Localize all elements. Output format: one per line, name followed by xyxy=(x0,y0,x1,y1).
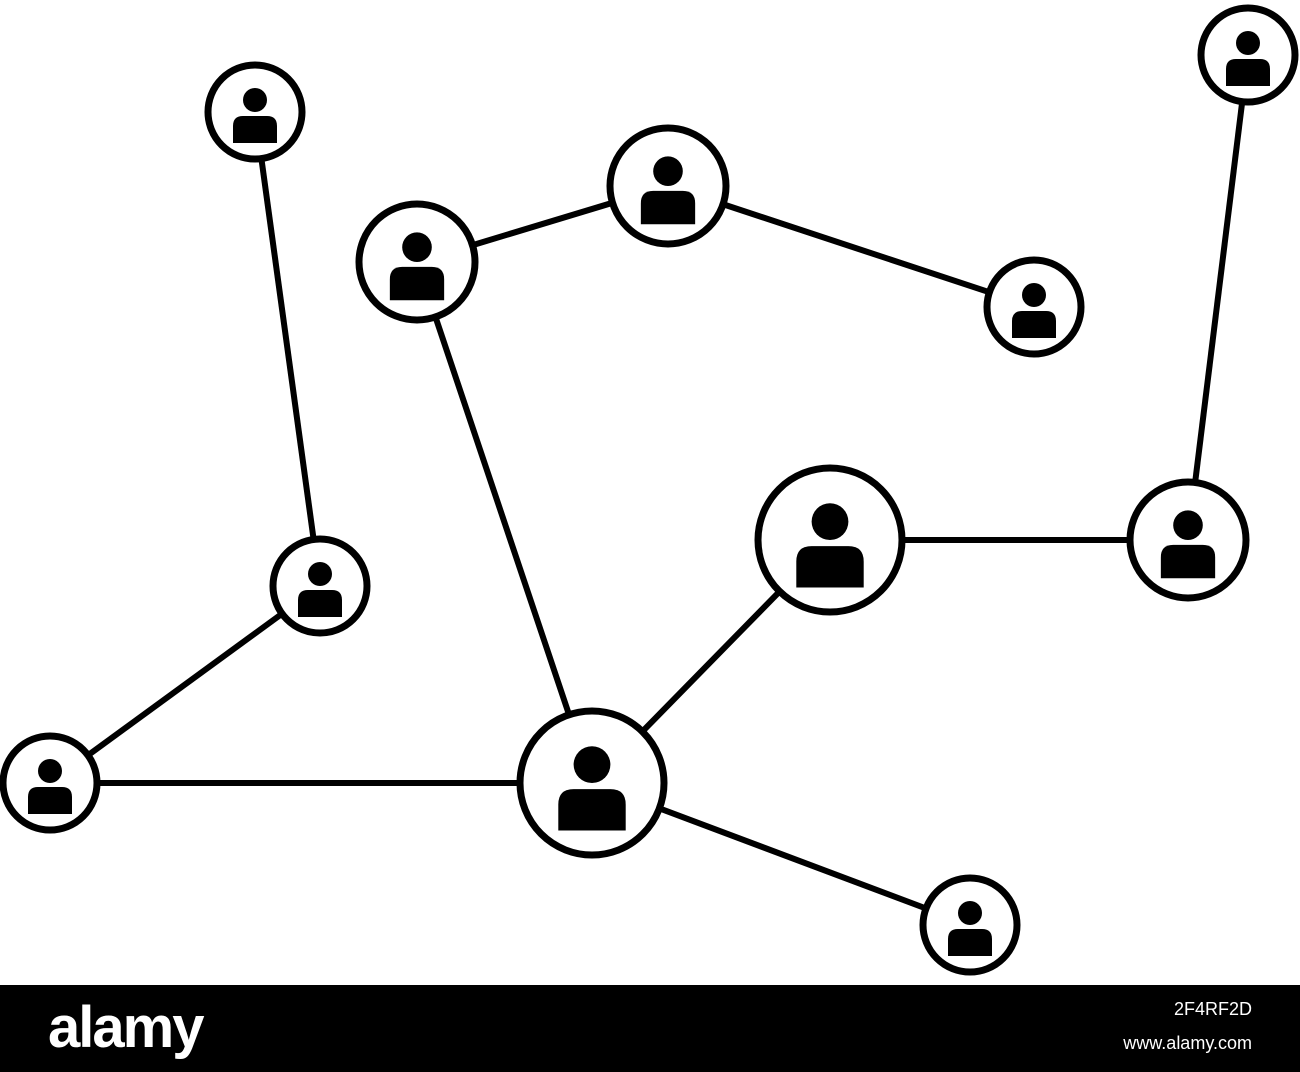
top-right-node xyxy=(1197,4,1299,106)
right-upper-node xyxy=(983,256,1085,358)
hub-node xyxy=(516,707,668,859)
person-icon xyxy=(28,759,72,814)
node-circle xyxy=(606,124,730,248)
node-circle xyxy=(355,200,479,324)
person-icon xyxy=(233,88,277,143)
node-circle xyxy=(754,464,906,616)
watermark-bar: alamy 2F4RF2D www.alamy.com xyxy=(0,985,1300,1072)
person-icon xyxy=(558,746,626,831)
right-node xyxy=(1126,478,1250,602)
person-icon xyxy=(1226,31,1270,86)
person-icon xyxy=(640,156,696,225)
person-icon xyxy=(389,232,445,301)
person-nodes xyxy=(0,4,1299,976)
person-icon xyxy=(298,562,342,617)
bottom-right-node xyxy=(919,874,1021,976)
edge-right-node-to-top-right-node xyxy=(1185,54,1251,541)
node-circle xyxy=(516,707,668,859)
top-left-node xyxy=(204,61,306,163)
edge-top-left-node-to-mid-left-node xyxy=(252,111,323,587)
person-icon xyxy=(1012,283,1056,338)
bottom-left-node xyxy=(0,732,101,834)
person-icon xyxy=(796,503,864,588)
edge-upper-center-node-to-right-upper-node xyxy=(667,183,1035,310)
central-right-node xyxy=(754,464,906,616)
person-icon xyxy=(1160,510,1216,579)
network-diagram xyxy=(0,4,1299,976)
left-center-node xyxy=(355,200,479,324)
mid-left-node xyxy=(269,535,371,637)
brand-logo: alamy xyxy=(48,995,204,1060)
person-icon xyxy=(948,901,992,956)
edge-left-center-node-to-hub-node xyxy=(414,261,595,784)
site-url: www.alamy.com xyxy=(1123,1033,1252,1053)
edge-mid-left-node-to-bottom-left-node xyxy=(48,583,322,786)
image-id: 2F4RF2D xyxy=(1173,999,1252,1019)
node-circle xyxy=(1126,478,1250,602)
upper-center-node xyxy=(606,124,730,248)
